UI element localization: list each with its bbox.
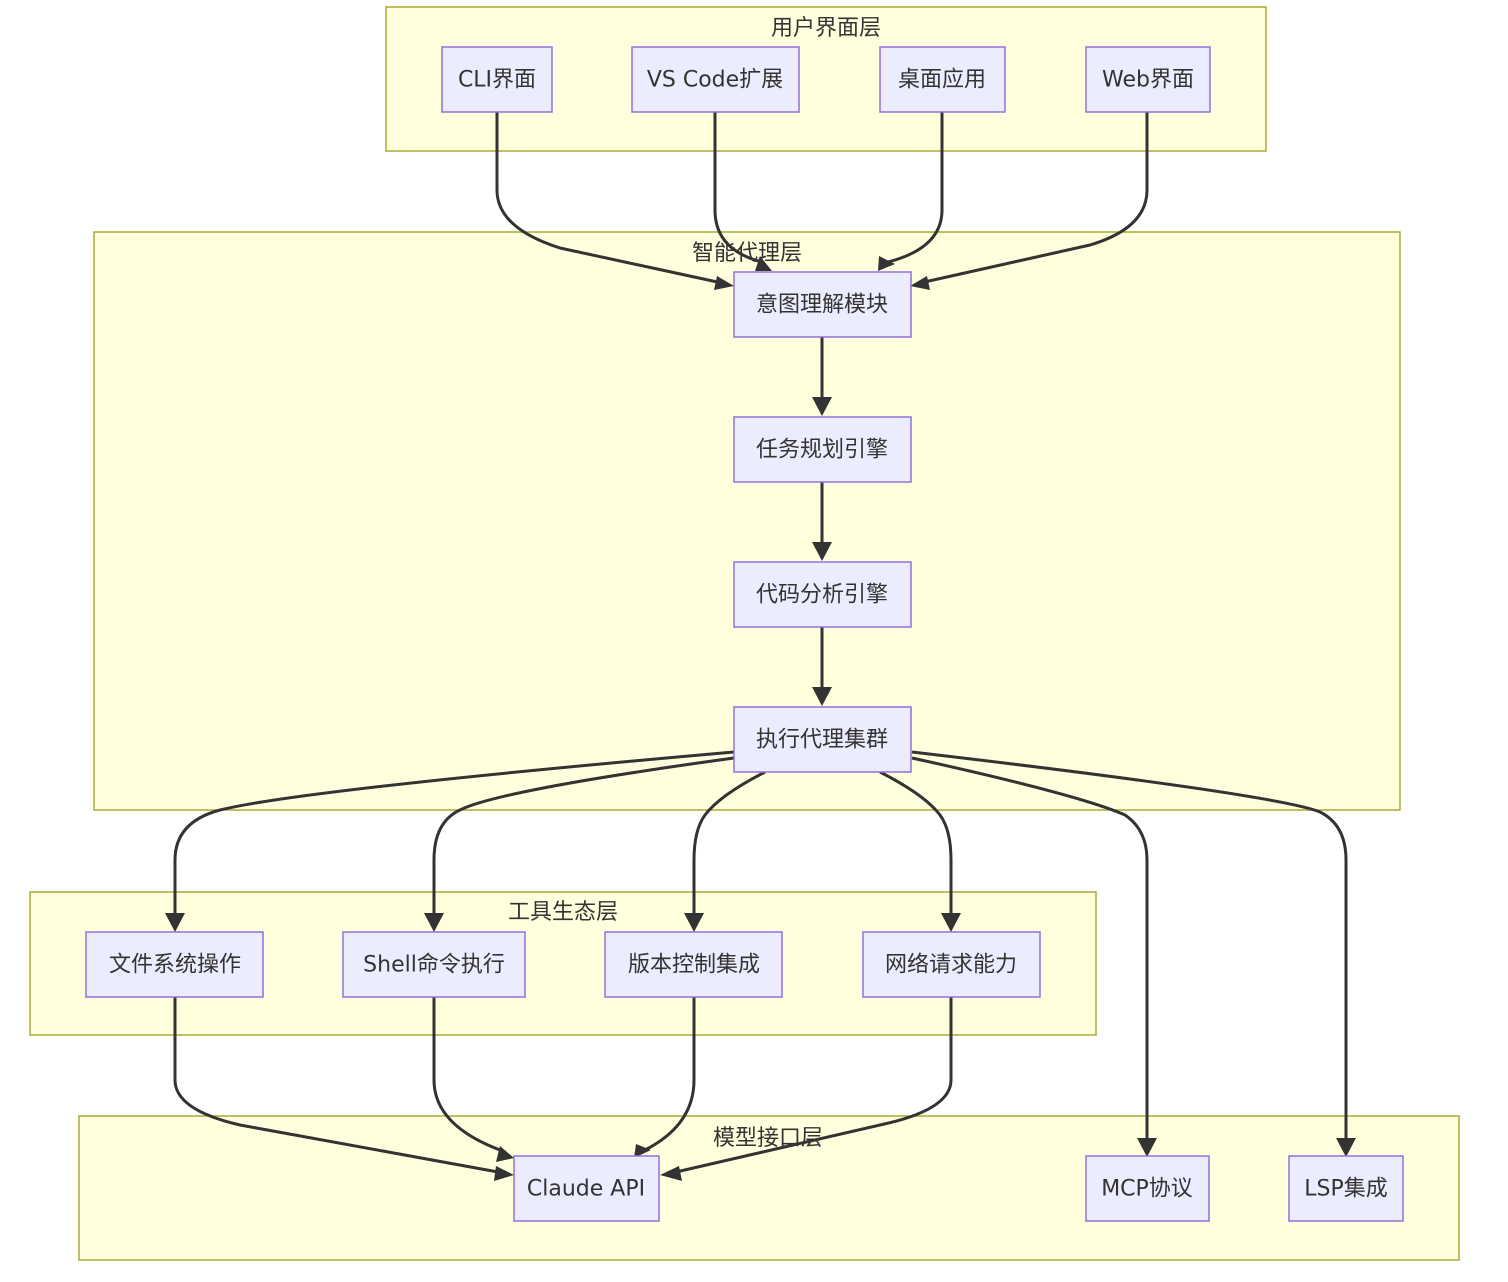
arrowhead-claude-from-fs xyxy=(494,1166,514,1181)
node-label-shell: Shell命令执行 xyxy=(363,953,505,978)
edge-network-to-claude xyxy=(675,997,953,1174)
node-desktop[interactable]: 桌面应用 xyxy=(879,46,1006,113)
node-label-cli: CLI界面 xyxy=(458,68,536,93)
node-fs[interactable]: 文件系统操作 xyxy=(85,931,264,998)
node-label-lsp: LSP集成 xyxy=(1304,1177,1388,1202)
node-planner[interactable]: 任务规划引擎 xyxy=(733,416,912,483)
node-executor[interactable]: 执行代理集群 xyxy=(733,706,912,773)
cluster-label-ui: 用户界面层 xyxy=(771,16,881,41)
edge-web-to-intent xyxy=(919,112,1149,285)
node-lsp[interactable]: LSP集成 xyxy=(1288,1155,1404,1222)
edge-vscode-to-intent xyxy=(713,112,763,264)
node-label-planner: 任务规划引擎 xyxy=(756,438,888,463)
edge-executor-to-shell xyxy=(432,756,735,922)
arrowhead-claude-from-vcs xyxy=(634,1144,651,1158)
arrowhead-intent-from-desktop xyxy=(878,256,895,271)
node-label-desktop: 桌面应用 xyxy=(898,68,986,93)
node-label-claude: Claude API xyxy=(527,1177,645,1202)
node-label-network: 网络请求能力 xyxy=(885,953,1017,978)
node-label-fs: 文件系统操作 xyxy=(109,953,241,978)
arrowhead-lsp xyxy=(1336,1138,1356,1157)
edge-executor-to-mcp xyxy=(911,756,1149,1147)
arrowhead-intent-from-vscode xyxy=(755,256,772,271)
arrowhead-claude-from-network xyxy=(660,1166,682,1181)
edge-executor-to-lsp xyxy=(911,750,1348,1147)
node-label-analyzer: 代码分析引擎 xyxy=(756,583,888,608)
node-network[interactable]: 网络请求能力 xyxy=(862,931,1041,998)
node-claude[interactable]: Claude API xyxy=(513,1155,660,1222)
node-label-web: Web界面 xyxy=(1102,68,1194,93)
node-vcs[interactable]: 版本控制集成 xyxy=(604,931,783,998)
cluster-label-agent: 智能代理层 xyxy=(692,241,802,266)
edge-executor-to-vcs xyxy=(692,770,766,922)
node-label-executor: 执行代理集群 xyxy=(756,728,888,753)
arrowhead-planner xyxy=(812,397,832,416)
node-analyzer[interactable]: 代码分析引擎 xyxy=(733,561,912,628)
node-label-mcp: MCP协议 xyxy=(1101,1177,1193,1202)
node-intent[interactable]: 意图理解模块 xyxy=(733,271,912,338)
edge-executor-to-fs xyxy=(173,750,735,922)
cluster-label-model: 模型接口层 xyxy=(713,1126,823,1151)
edge-fs-to-claude xyxy=(173,997,499,1174)
node-label-intent: 意图理解模块 xyxy=(756,293,888,318)
arrowhead-executor xyxy=(812,687,832,706)
arrowhead-fs xyxy=(165,913,185,932)
edges-group xyxy=(173,112,1348,1174)
arrowhead-intent-from-web xyxy=(910,276,930,290)
arrowhead-mcp xyxy=(1137,1138,1157,1157)
arrowhead-network xyxy=(941,913,961,932)
node-mcp[interactable]: MCP协议 xyxy=(1085,1155,1210,1222)
edge-desktop-to-intent xyxy=(887,112,944,264)
node-label-vscode: VS Code扩展 xyxy=(647,68,783,93)
arrowhead-claude-from-shell xyxy=(496,1146,514,1162)
edge-cli-to-intent xyxy=(495,112,723,285)
edge-shell-to-claude xyxy=(432,997,501,1152)
node-cli[interactable]: CLI界面 xyxy=(441,46,553,113)
node-web[interactable]: Web界面 xyxy=(1085,46,1211,113)
arrowhead-vcs xyxy=(684,913,704,932)
edge-executor-to-network xyxy=(879,770,953,922)
cluster-model-layer: 模型接口层 xyxy=(78,1115,1460,1261)
node-vscode[interactable]: VS Code扩展 xyxy=(631,46,800,113)
arrowheads-group xyxy=(165,256,1356,1181)
arrowhead-shell xyxy=(424,913,444,932)
node-shell[interactable]: Shell命令执行 xyxy=(342,931,526,998)
cluster-label-tools: 工具生态层 xyxy=(508,900,618,925)
arrowhead-analyzer xyxy=(812,542,832,561)
edge-vcs-to-claude xyxy=(644,997,696,1152)
node-label-vcs: 版本控制集成 xyxy=(628,953,760,978)
arrowhead-intent-from-cli xyxy=(714,276,734,290)
